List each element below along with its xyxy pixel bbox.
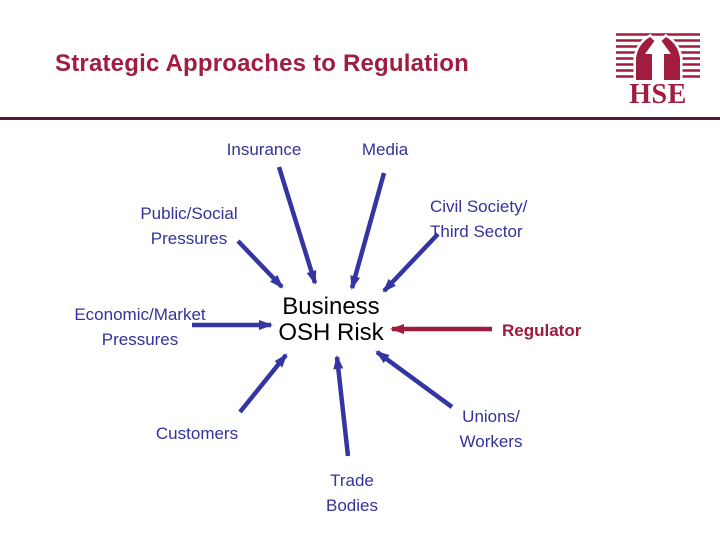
arrow-trade-bodies-to-center (333, 355, 351, 457)
node-unions-workers: Unions/ Workers (459, 407, 523, 451)
arrow-insurance-to-center (276, 166, 318, 285)
arrow-civil-society-to-center (382, 232, 440, 293)
node-customers: Customers (155, 424, 239, 443)
header-divider (0, 117, 720, 120)
node-media: Media (361, 140, 409, 159)
node-public-social: Public/Social Pressures (140, 204, 238, 248)
node-regulator: Regulator (502, 321, 582, 340)
node-trade-bodies: Trade Bodies (326, 471, 378, 515)
arrow-unions-to-center (375, 350, 454, 409)
arrow-customers-to-center (238, 353, 288, 414)
node-economic-market: Economic/Market Pressures (74, 305, 206, 349)
arrow-public-social-to-center (236, 239, 284, 289)
node-business-osh-risk: Business OSH Risk (278, 293, 384, 346)
arrow-media-to-center (349, 172, 387, 290)
hse-hands-icon (633, 33, 683, 83)
node-civil-society: Civil Society/ Third Sector (430, 197, 528, 241)
page-title: Strategic Approaches to Regulation (55, 50, 469, 77)
node-insurance: Insurance (226, 140, 302, 159)
hse-logo-text: HSE (629, 79, 687, 106)
hse-logo: HSE (616, 33, 700, 106)
